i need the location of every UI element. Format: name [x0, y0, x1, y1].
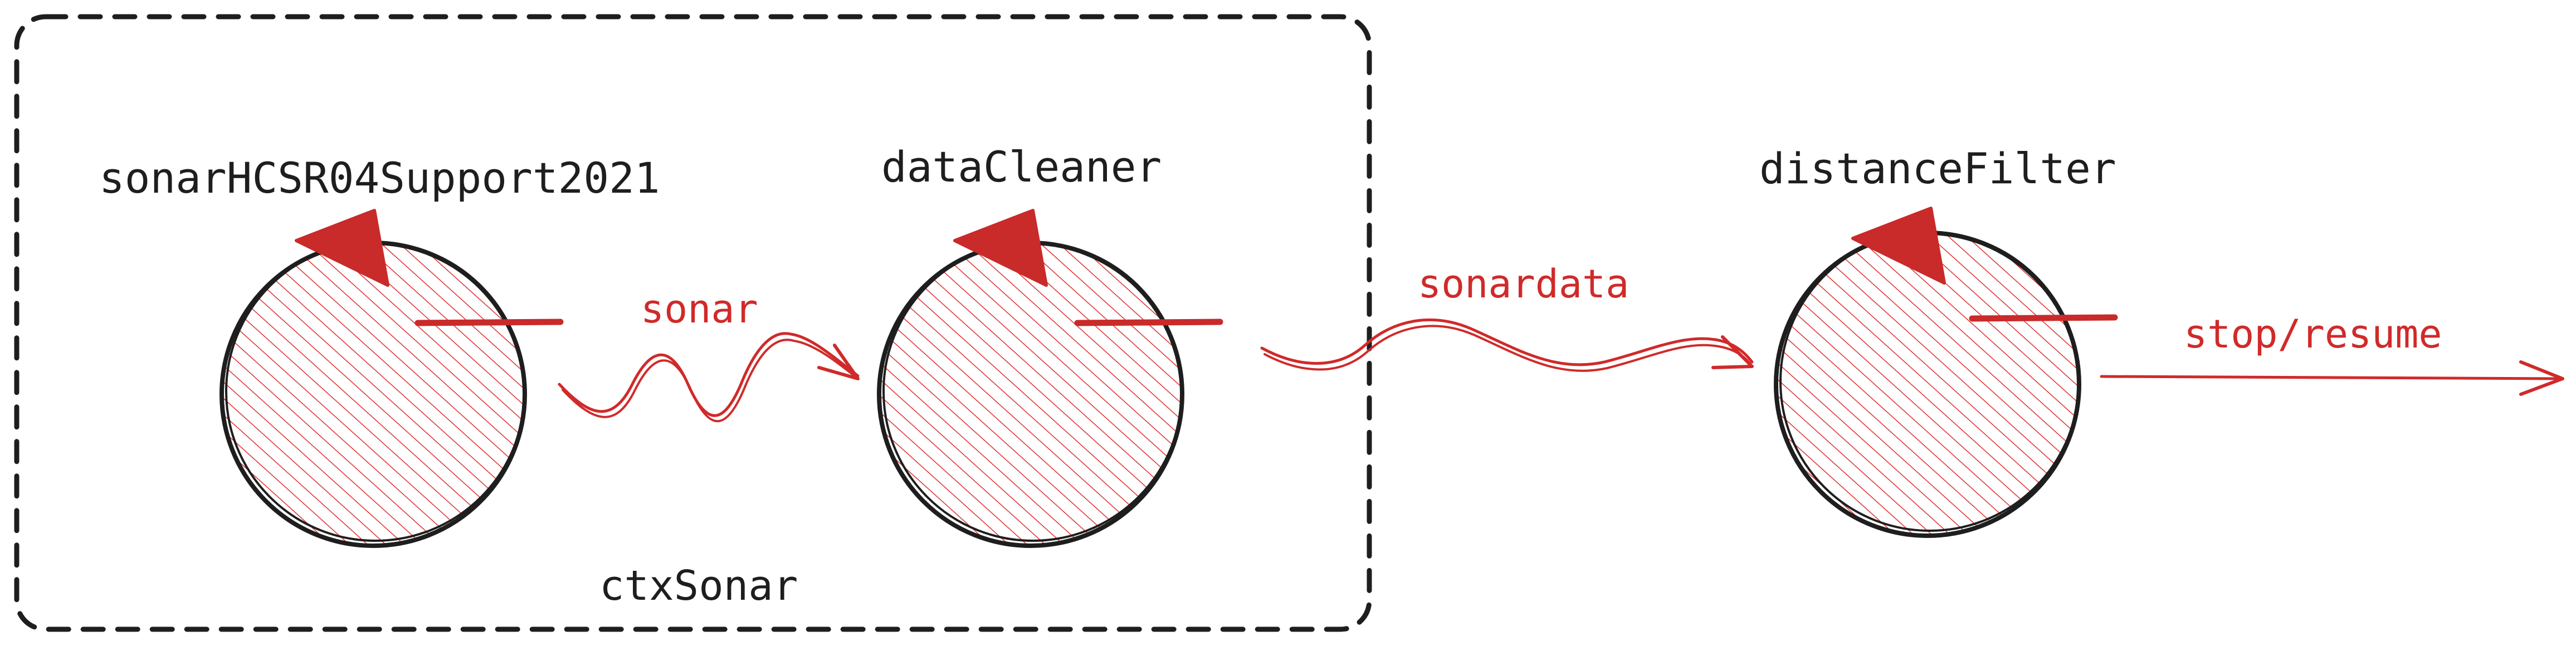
- actor-bar-icon: [414, 319, 564, 326]
- message-label-sonar: sonar: [641, 286, 758, 332]
- actor-label-filter: distanceFilter: [1759, 144, 2116, 193]
- context-boundary: [14, 14, 1372, 632]
- actor-bar-icon: [1969, 314, 2118, 322]
- actor-circle-icon: [879, 243, 1182, 546]
- actor-sonar: [219, 209, 564, 548]
- actor-cleaner: [877, 209, 1223, 548]
- message-label-stop-resume: stop/resume: [2184, 311, 2442, 357]
- message-label-sonardata: sonardata: [1418, 261, 1629, 307]
- actor-circle-icon: [222, 243, 525, 546]
- actor-triangle-icon: [1851, 207, 1946, 285]
- actor-bar-icon: [1074, 319, 1223, 326]
- actor-triangle-icon: [953, 209, 1048, 287]
- actor-label-cleaner: dataCleaner: [881, 142, 1162, 192]
- message-arrow-sonar: [558, 332, 860, 423]
- actor-triangle-icon: [295, 209, 389, 287]
- message-arrow-sonardata: [1260, 318, 1754, 372]
- message-arrow-stop-resume: [2100, 360, 2564, 396]
- actor-label-sonar: sonarHCSR04Support2021: [99, 153, 660, 203]
- actor-filter: [1774, 207, 2118, 538]
- actor-circle-icon: [1776, 233, 2079, 536]
- context-label: ctxSonar: [599, 562, 798, 610]
